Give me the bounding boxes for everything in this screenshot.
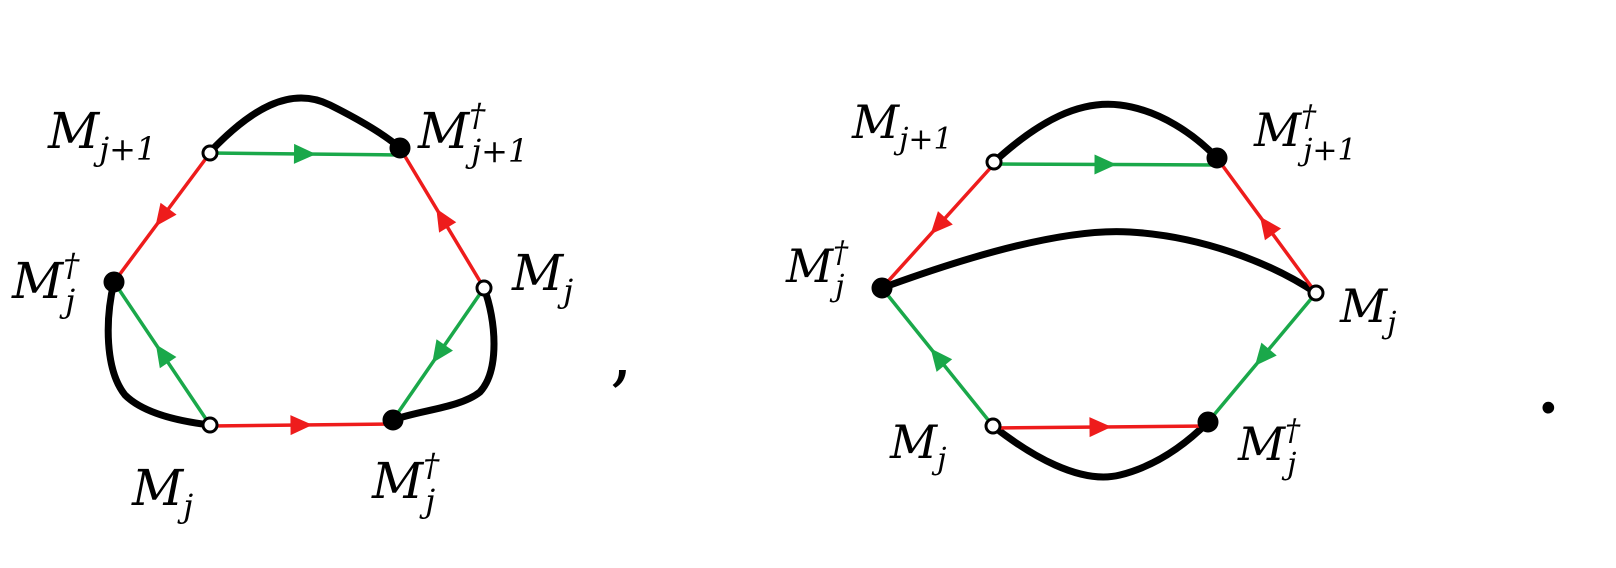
right-edge-topleft-arrowhead [930,211,953,235]
right-node-mid-right [1307,284,1325,302]
right-label-top-right: M†j+1 [1253,99,1357,168]
right-node-top-left [985,153,1003,171]
right-label-mid-left: M†j [785,235,849,304]
left-node-mid-right [475,279,493,297]
left-label-top-right: M†j+1 [417,96,528,170]
left-label-bottom-left: Mj [131,459,193,525]
right-nodes [871,147,1325,435]
right-label-mid-right: Mj [1339,279,1396,341]
right-node-top-right [1206,147,1228,169]
left-node-top-left [201,144,219,162]
right-node-mid-left [871,277,893,299]
left-label-mid-left: M†j [11,246,80,320]
right-edge-leftlower-arrowhead [930,348,953,372]
left-edge-topright-arrowhead [436,208,457,233]
left-label-mid-right: Mj [511,244,573,310]
left-edge-topleft-arrowhead [155,202,177,227]
right-label-top-left: Mj+1 [851,95,953,157]
right-label-bottom-right: M†j [1237,413,1301,482]
left-black-curve-right [389,284,498,424]
left-black-curve-left [104,278,214,429]
right-edge-rightlower-arrowhead [1254,342,1277,366]
right-edge-topright-arrowhead [1259,216,1282,241]
right-edge-bottom-arrowhead [1089,417,1112,438]
left-label-bottom-right: M†j [371,446,440,520]
comma-separator: , [610,311,633,395]
left-edge-bottom-arrowhead [290,415,313,436]
diagram-right [871,100,1325,481]
left-node-bottom-right [382,409,404,431]
right-node-bottom-left [984,417,1002,435]
left-node-top-right [389,137,411,159]
left-nodes [103,137,493,434]
left-node-bottom-left [201,416,219,434]
right-edges [880,154,1318,438]
right-black-curve-middle [878,228,1320,297]
left-edges [112,143,486,436]
diagram-left [103,94,498,436]
right-label-bottom-left: Mj [889,415,946,477]
left-node-mid-left [103,271,125,293]
right-black-curve-top [990,100,1221,166]
period-terminator: . [1534,329,1563,434]
left-edge-top-arrowhead [293,143,316,164]
right-node-bottom-right [1197,411,1219,433]
right-black-curve-bottom [989,418,1212,481]
left-edge-leftlower-arrowhead [155,344,177,369]
left-edge-rightlower-arrowhead [432,339,453,364]
right-edge-top-arrowhead [1094,154,1117,175]
left-black-curve-top [206,94,404,156]
left-label-top-left: Mj+1 [47,102,156,168]
